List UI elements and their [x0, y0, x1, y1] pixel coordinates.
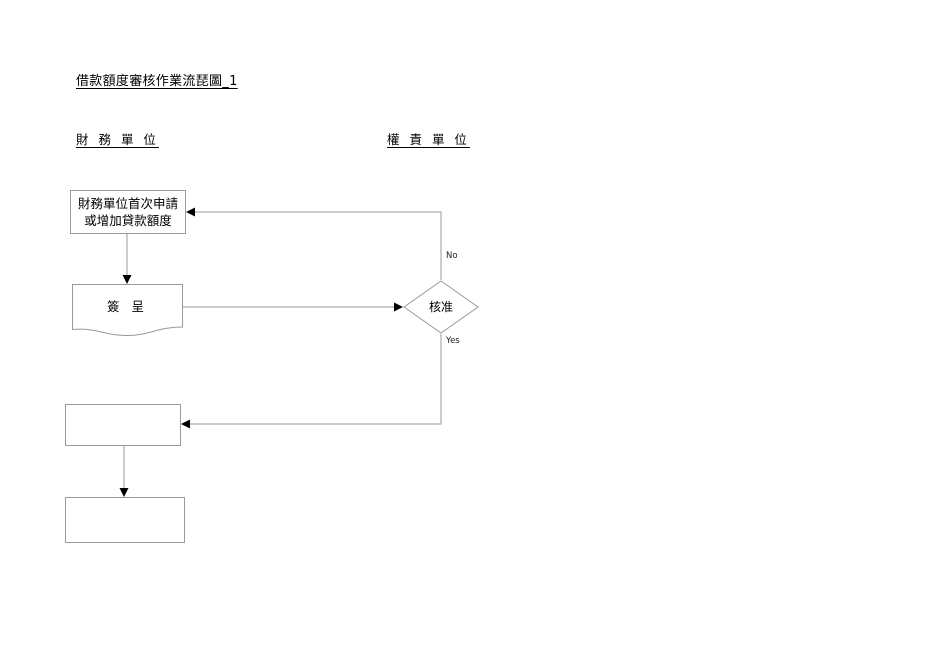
edge-decision-no-arrowhead	[186, 207, 195, 217]
node-signed-submission[interactable]: 簽 呈	[72, 284, 183, 337]
edge-label-yes: Yes	[446, 336, 460, 346]
node-empty-2[interactable]	[65, 497, 185, 543]
lane-header-finance-unit: 財 務 單 位	[76, 132, 159, 147]
edge-apply-to-document-arrowhead	[122, 275, 132, 284]
node-approval-decision[interactable]: 核准	[403, 280, 479, 334]
node-signed-submission-label: 簽 呈	[107, 298, 148, 314]
edge-decision-no-line	[194, 211, 442, 280]
edge-empty1-to-empty2-arrowhead	[119, 488, 129, 497]
lane-header-authority-unit: 權 責 單 位	[387, 132, 470, 147]
node-apply-loan-limit[interactable]: 財務單位首次申請 或增加貸款額度	[70, 190, 186, 234]
document-shape-icon	[72, 284, 183, 337]
node-approval-decision-label: 核准	[428, 299, 453, 314]
node-apply-loan-limit-label: 財務單位首次申請 或增加貸款額度	[77, 196, 178, 228]
node-empty-1[interactable]	[65, 404, 181, 446]
edge-document-to-decision-arrowhead	[394, 302, 403, 312]
edge-decision-yes-arrowhead	[181, 419, 190, 429]
page-title: 借款額度審核作業流琵圖_1	[76, 74, 238, 89]
edge-decision-yes-line	[189, 334, 442, 425]
diamond-shape-icon	[403, 280, 479, 334]
edge-label-no: No	[446, 251, 458, 261]
